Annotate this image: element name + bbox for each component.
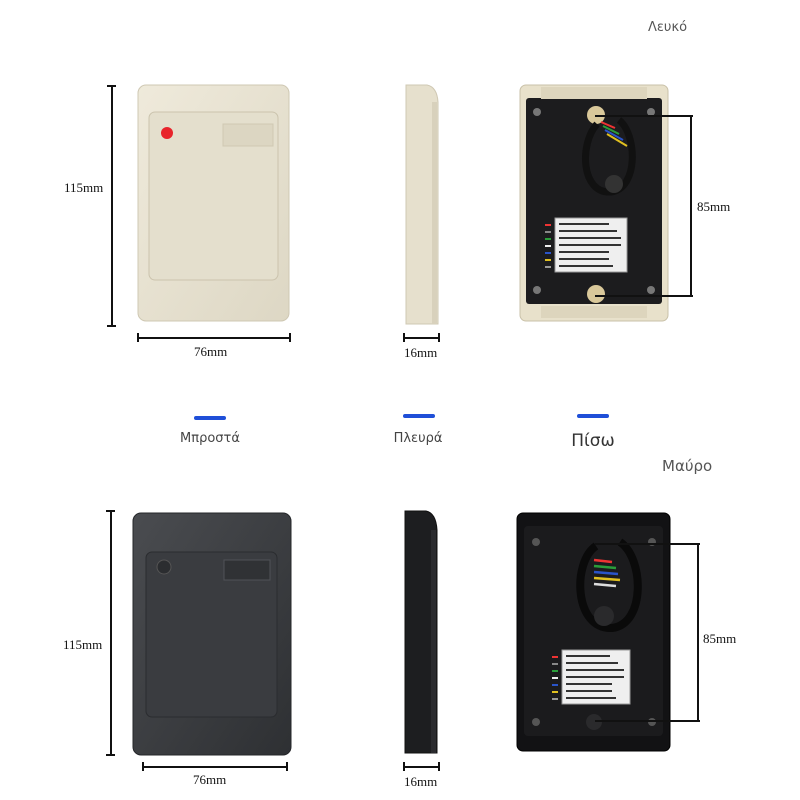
front-view-black	[132, 512, 292, 756]
back-marker	[577, 414, 609, 418]
depth-dimension-line-white	[403, 337, 439, 339]
front-view-white	[137, 84, 290, 322]
width-tick-left-white	[137, 333, 139, 342]
depth-tick-left-white	[403, 333, 405, 342]
view-label-side: Πλευρά	[393, 431, 443, 446]
led-indicator-white	[161, 127, 173, 139]
variant-label-white: Λευκό	[648, 20, 688, 35]
side-view-black	[404, 510, 438, 754]
hole-spacing-line-white	[690, 115, 692, 296]
back-view-white	[519, 84, 669, 322]
height-tick-bottom-black	[106, 754, 115, 756]
width-tick-right-black	[286, 762, 288, 771]
width-dimension-line-black	[142, 766, 287, 768]
height-label-black: 115mm	[63, 637, 103, 652]
height-tick-top-black	[106, 510, 115, 512]
height-dimension-line-black	[110, 510, 112, 756]
height-tick-top-white	[107, 85, 116, 87]
width-label-white: 76mm	[194, 344, 228, 359]
hole-spacing-tick-bottom-white	[595, 295, 693, 297]
height-tick-bottom-white	[107, 325, 116, 327]
back-view-black	[516, 512, 671, 752]
width-tick-left-black	[142, 762, 144, 771]
led-indicator-black	[156, 559, 172, 575]
hole-spacing-tick-top-white	[595, 115, 693, 117]
hole-spacing-label-black: 85mm	[703, 631, 737, 646]
front-marker	[194, 416, 226, 420]
side-view-white	[405, 84, 439, 326]
hole-spacing-tick-top-black	[595, 543, 700, 545]
height-label-white: 115mm	[64, 180, 104, 195]
height-dimension-line-white	[111, 85, 113, 327]
view-label-back: Πίσω	[571, 431, 615, 451]
depth-tick-left-black	[403, 762, 405, 771]
view-label-front: Μπροστά	[180, 431, 240, 446]
side-marker	[403, 414, 435, 418]
depth-tick-right-black	[438, 762, 440, 771]
variant-label-black: Μαύρο	[662, 457, 713, 475]
depth-label-black: 16mm	[404, 774, 438, 789]
width-tick-right-white	[289, 333, 291, 342]
depth-tick-right-white	[438, 333, 440, 342]
hole-spacing-label-white: 85mm	[697, 199, 731, 214]
width-dimension-line-white	[137, 337, 290, 339]
depth-dimension-line-black	[403, 766, 439, 768]
depth-label-white: 16mm	[404, 345, 438, 360]
hole-spacing-line-black	[697, 543, 699, 721]
width-label-black: 76mm	[193, 772, 227, 787]
hole-spacing-tick-bottom-black	[595, 720, 700, 722]
